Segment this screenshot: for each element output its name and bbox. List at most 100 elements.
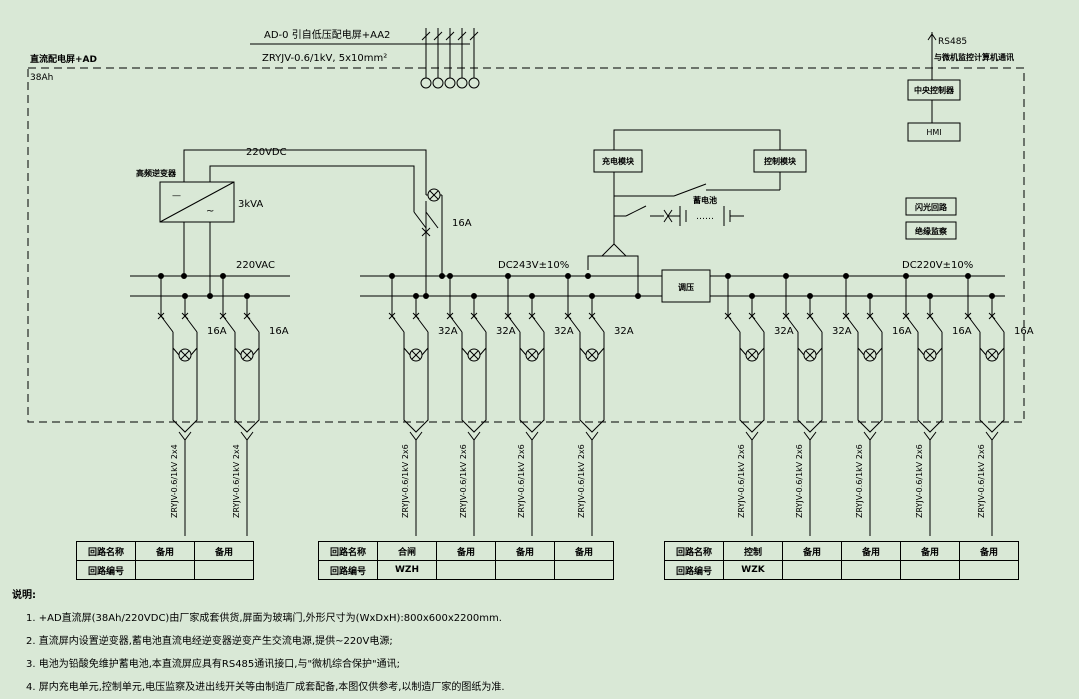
table-cell — [194, 560, 254, 580]
feeder-cable-label: ZRYJV-0.6/1kV 2x4 — [232, 444, 241, 518]
table-cell: 备用 — [495, 541, 555, 561]
feeder-branch — [842, 273, 883, 536]
battery-dots: …… — [696, 212, 714, 222]
dc243-bus-label: DC243V±10% — [498, 260, 569, 271]
table-cell — [135, 560, 195, 580]
hmi-box — [907, 122, 961, 142]
notes-title: 说明: — [12, 590, 36, 601]
charger-module-box — [593, 149, 643, 173]
insulation-monitor-box — [905, 221, 957, 240]
feeder-rating: 32A — [496, 326, 516, 337]
table-cell: 回路名称 — [664, 541, 724, 561]
flash-circuit-box — [905, 197, 957, 216]
feeder-rating: 32A — [832, 326, 852, 337]
table-cell: 控制 — [723, 541, 783, 561]
feeder-cable-label: ZRYJV-0.6/1kV 2x6 — [459, 444, 468, 518]
table-cell: 备用 — [554, 541, 614, 561]
table-cell: WZK — [723, 560, 783, 580]
feeder-branch — [964, 273, 1005, 536]
dc220-bus-label: DC220V±10% — [902, 260, 973, 271]
feeder-rating: 32A — [554, 326, 574, 337]
feeder-cable-label: ZRYJV-0.6/1kV 2x6 — [577, 444, 586, 518]
circuit-table-ac: 回路名称备用备用 回路编号 — [76, 541, 254, 580]
inverter-box — [159, 181, 235, 223]
table-cell: 合闸 — [377, 541, 437, 561]
note-line: 3. 电池为铅酸免维护蓄电池,本直流屏应具有RS485通讯接口,与"微机综合保护… — [26, 659, 401, 670]
table-cell: WZH — [377, 560, 437, 580]
voltage-regulator-label: 调压 — [678, 282, 694, 292]
panel-name: 直流配电屏+AD — [30, 53, 97, 65]
inverter-dc-symbol: — — [172, 191, 181, 201]
inverter-switch-rating: 16A — [452, 218, 472, 229]
central-controller-box — [907, 79, 961, 101]
feed-line1: AD-0 引自低压配电屏+AA2 — [264, 28, 390, 41]
feeder-cable-label: ZRYJV-0.6/1kV 2x6 — [977, 444, 986, 518]
inverter-title: 高频逆变器 — [136, 168, 177, 178]
insulation-monitor-label: 绝缘监察 — [915, 226, 948, 236]
note-line: 2. 直流屏内设置逆变器,蓄电池直流电经逆变器逆变产生交流电源,提供~220V电… — [26, 636, 393, 647]
feeder-cable-label: ZRYJV-0.6/1kV 2x6 — [915, 444, 924, 518]
rs485-label: RS485 — [938, 37, 967, 47]
voltage-regulator-box — [661, 269, 711, 303]
table-cell — [554, 560, 614, 580]
feeder-cable-label: ZRYJV-0.6/1kV 2x6 — [737, 444, 746, 518]
feeder-branch — [388, 273, 429, 536]
incoming-feed — [420, 28, 480, 89]
table-cell: 回路名称 — [318, 541, 378, 561]
table-cell: 备用 — [436, 541, 496, 561]
table-cell: 回路编号 — [318, 560, 378, 580]
feeder-rating: 16A — [952, 326, 972, 337]
feeder-branch — [724, 273, 765, 536]
inverter-ac-symbol: ~ — [206, 206, 214, 217]
table-cell: 备用 — [194, 541, 254, 561]
feeder-rating: 32A — [774, 326, 794, 337]
table-cell — [959, 560, 1019, 580]
table-cell: 备用 — [900, 541, 960, 561]
notes-section: 说明: 1. +AD直流屏(38Ah/220VDC)由厂家成套供货,屏面为玻璃门… — [12, 584, 505, 699]
ac-bus-label: 220VAC — [236, 260, 275, 271]
feeder-rating: 32A — [614, 326, 634, 337]
central-controller-label: 中央控制器 — [914, 85, 955, 95]
feeder-cable-label: ZRYJV-0.6/1kV 2x6 — [517, 444, 526, 518]
feeder-rating: 16A — [269, 326, 289, 337]
feeder-cable-label: ZRYJV-0.6/1kV 2x6 — [401, 444, 410, 518]
note-line: 4. 屏内充电单元,控制单元,电压监察及进出线开关等由制造厂成套配备,本图仅供参… — [26, 682, 505, 693]
feeder-cable-label: ZRYJV-0.6/1kV 2x6 — [855, 444, 864, 518]
table-cell: 备用 — [959, 541, 1019, 561]
table-cell — [782, 560, 842, 580]
table-cell: 回路名称 — [76, 541, 136, 561]
table-cell: 回路编号 — [76, 560, 136, 580]
battery-capacity: 38Ah — [30, 73, 53, 83]
feeder-cable-label: ZRYJV-0.6/1kV 2x4 — [170, 444, 179, 518]
control-module-label: 控制模块 — [764, 156, 797, 166]
table-cell — [841, 560, 901, 580]
table-cell: 备用 — [135, 541, 195, 561]
table-cell: 备用 — [841, 541, 901, 561]
feeder-rating: 16A — [1014, 326, 1034, 337]
panel-enclosure — [27, 67, 1025, 423]
feeder-branch — [157, 273, 198, 536]
note-line: 1. +AD直流屏(38Ah/220VDC)由厂家成套供货,屏面为玻璃门,外形尺… — [26, 613, 502, 624]
table-cell — [436, 560, 496, 580]
battery-label: 蓄电池 — [693, 195, 717, 205]
feeder-branch — [504, 273, 545, 536]
feeder-branch — [564, 273, 605, 536]
feeder-cable-label: ZRYJV-0.6/1kV 2x6 — [795, 444, 804, 518]
feeder-branch — [782, 273, 823, 536]
table-cell — [495, 560, 555, 580]
dc220-line-label: 220VDC — [246, 147, 287, 158]
inverter-rating: 3kVA — [238, 199, 263, 210]
table-cell — [900, 560, 960, 580]
feeder-branch — [446, 273, 487, 536]
feeder-rating: 16A — [207, 326, 227, 337]
feeder-rating: 32A — [438, 326, 458, 337]
table-cell: 回路编号 — [664, 560, 724, 580]
feeder-rating: 16A — [892, 326, 912, 337]
feeder-branch — [902, 273, 943, 536]
feeder-branch — [219, 273, 260, 536]
feed-line2: ZRYJV-0.6/1kV, 5x10mm² — [262, 53, 387, 64]
flash-circuit-label: 闪光回路 — [915, 202, 948, 212]
